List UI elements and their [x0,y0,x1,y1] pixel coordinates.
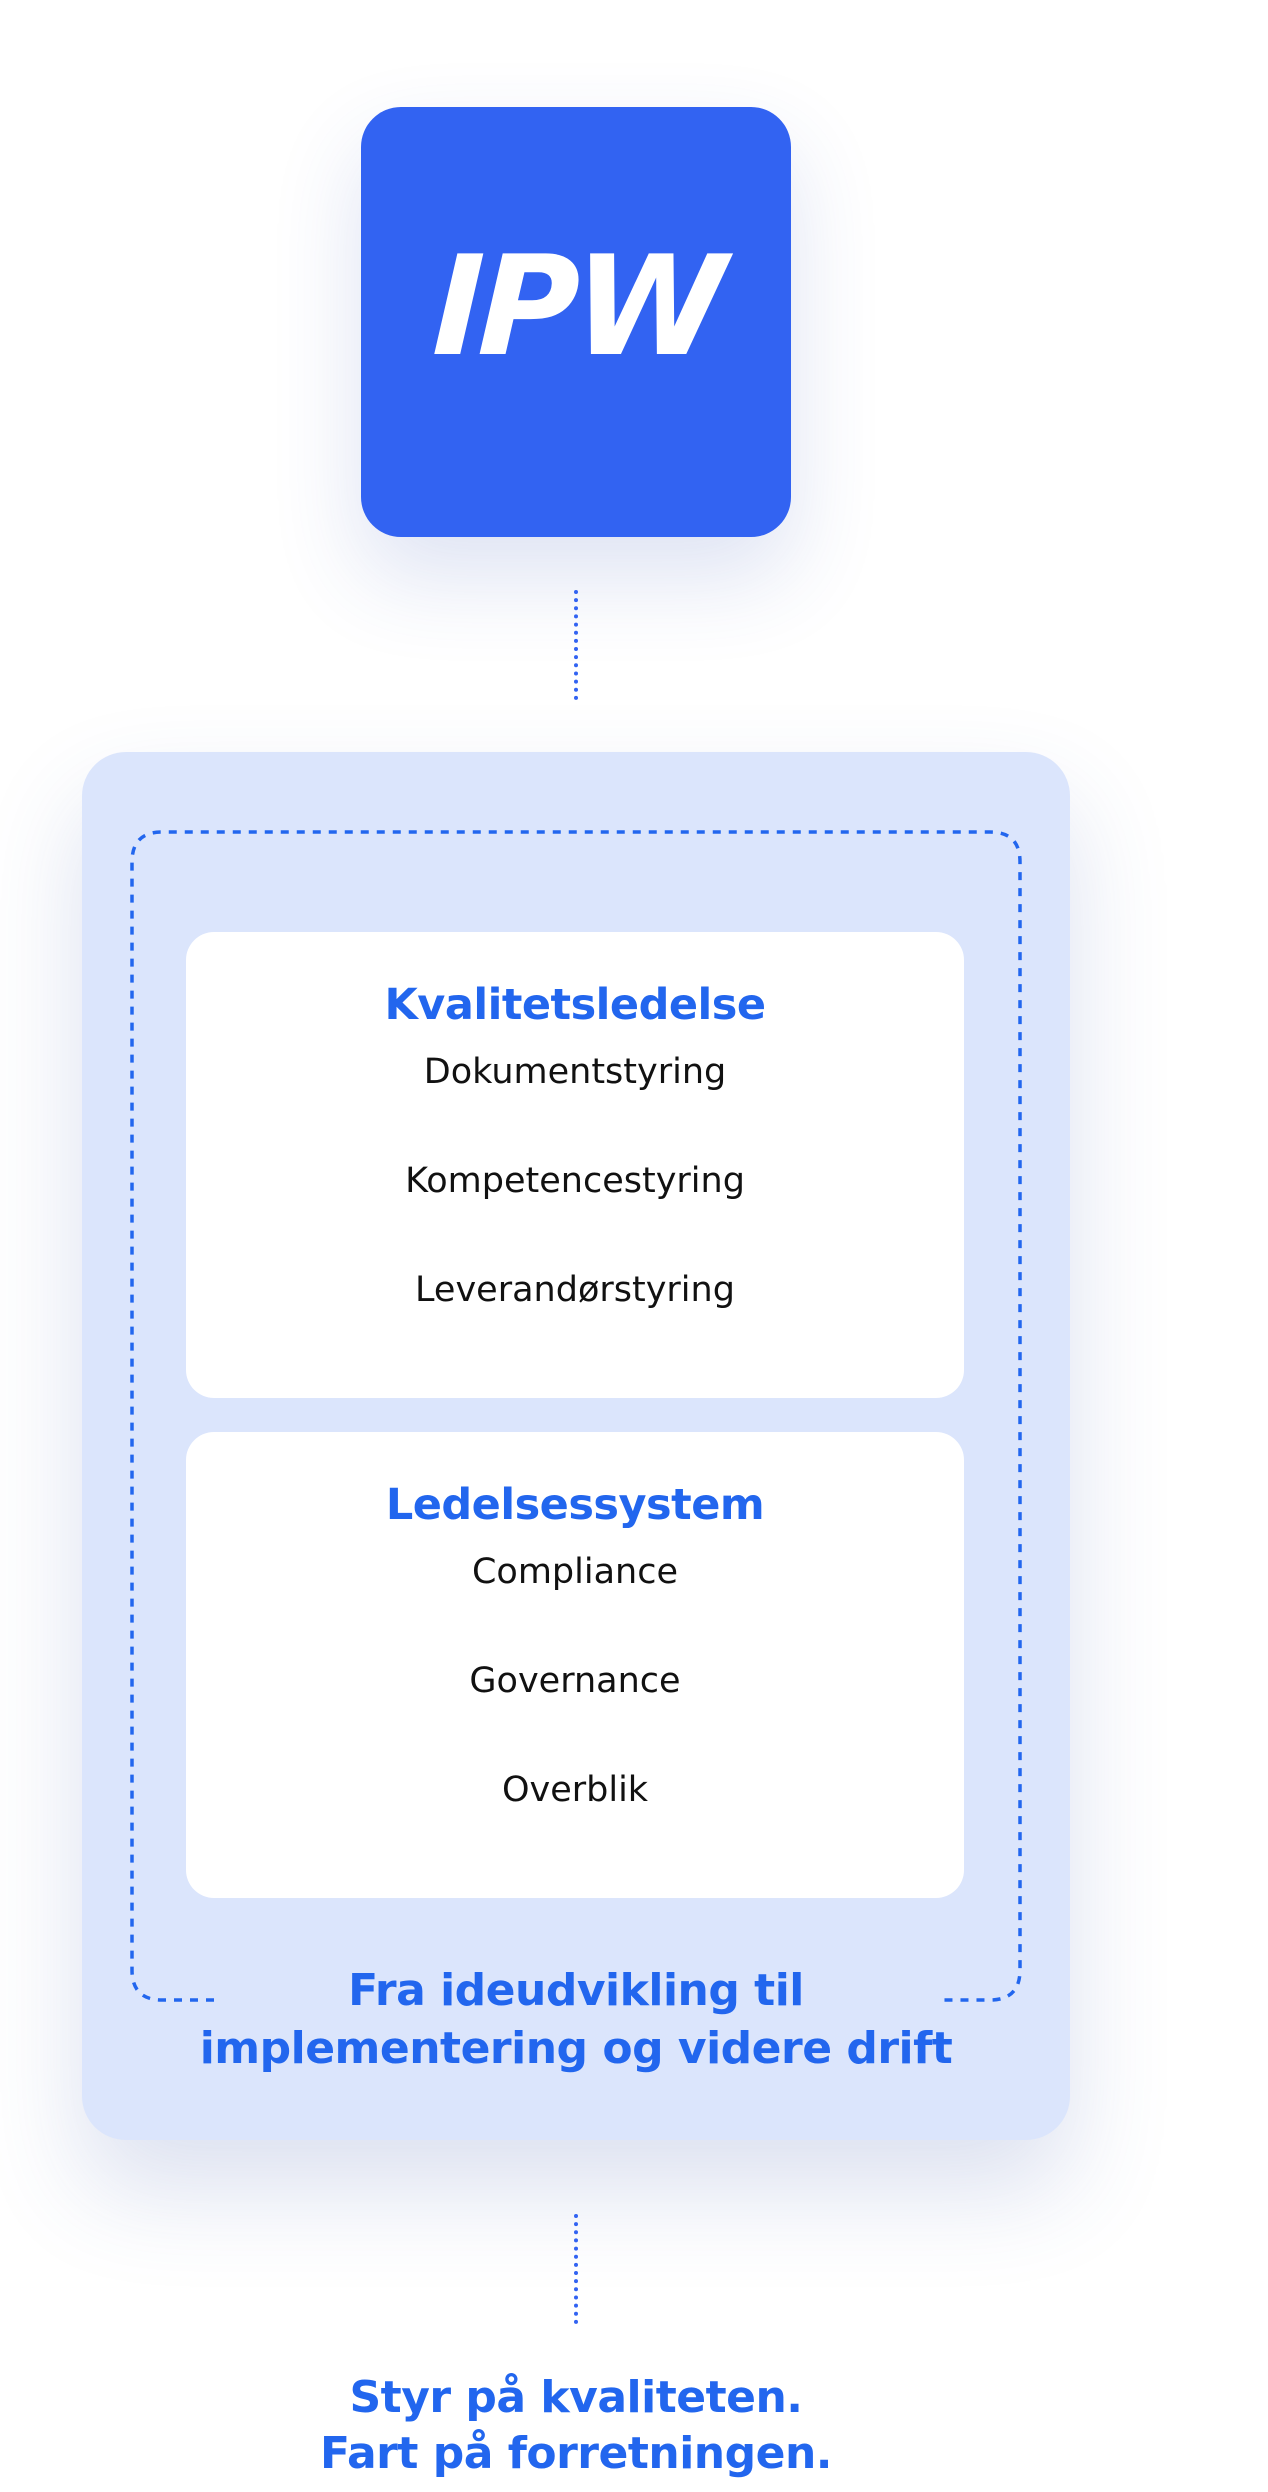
top-connector-line [574,590,578,700]
section-item-list: Dokumentstyring Kompetencestyring Levera… [186,1052,964,1310]
section-title: Kvalitetsledelse [384,980,766,1030]
list-item: Governance [469,1660,681,1701]
list-item: Leverandørstyring [415,1269,735,1310]
logo-text: IPW [429,226,723,387]
section-title: Ledelsessystem [385,1480,765,1530]
solutions-card: Kvalitetsledelse Dokumentstyring Kompete… [82,752,1070,2140]
section-card-kvalitetsledelse: Kvalitetsledelse Dokumentstyring Kompete… [186,932,964,1398]
card-caption-line-2: implementering og videre drift [199,2023,953,2074]
dashed-outline [130,830,1022,2002]
list-item: Kompetencestyring [405,1160,745,1201]
tagline-line-1: Styr på kvaliteten. [349,2372,803,2423]
section-item-list: Compliance Governance Overblik [186,1552,964,1810]
section-card-ledelsessystem: Ledelsessystem Compliance Governance Ove… [186,1432,964,1898]
tagline: Styr på kvaliteten. Fart på forretningen… [0,2370,1152,2482]
list-item: Overblik [501,1769,649,1810]
card-caption: Fra ideudvikling til implementering og v… [82,1962,1070,2078]
list-item: Compliance [471,1551,679,1592]
list-item: Dokumentstyring [423,1051,727,1092]
bottom-connector-line [574,2214,578,2324]
ipw-logo: IPW [361,107,791,537]
card-caption-line-1: Fra ideudvikling til [348,1965,804,2016]
tagline-line-2: Fart på forretningen. [320,2428,832,2479]
